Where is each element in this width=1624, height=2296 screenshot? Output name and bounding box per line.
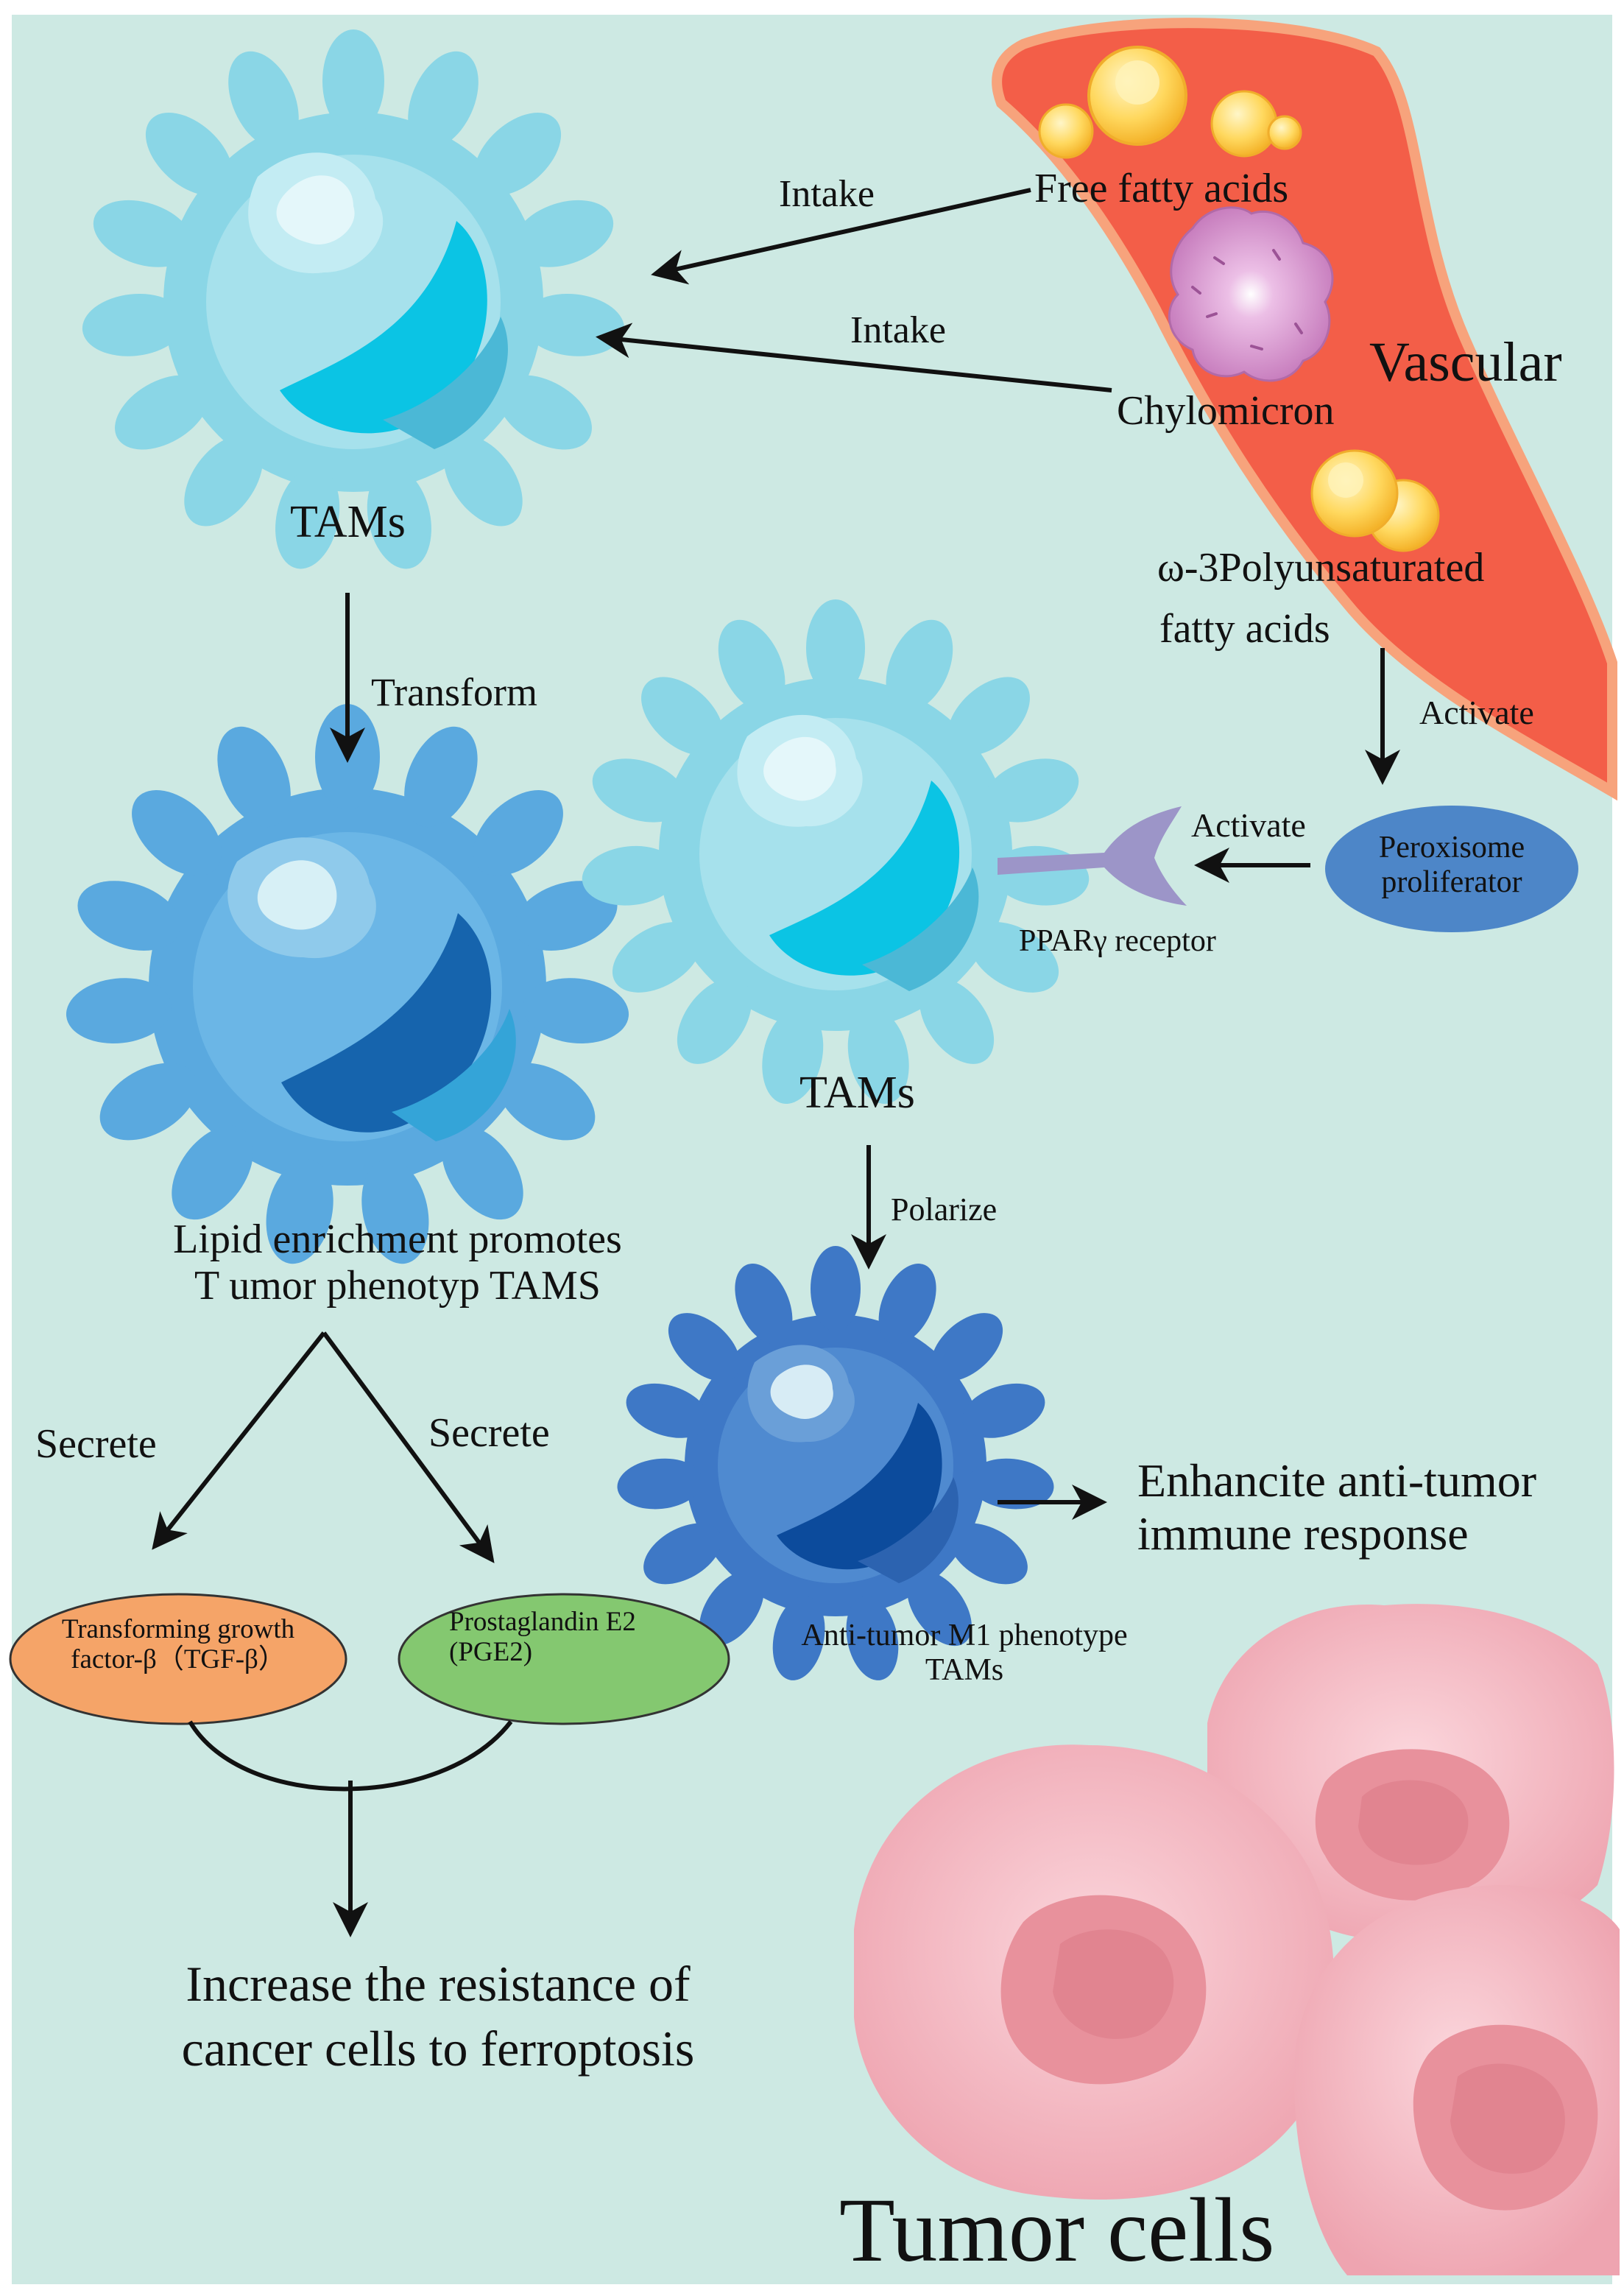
tumor-cell-right	[1294, 1885, 1620, 2275]
blood-vessel	[992, 18, 1617, 801]
tumor-cell-back	[1207, 1604, 1614, 1947]
tgf-beta-oval	[9, 1593, 347, 1725]
label-free-fatty-acids: Free fatty acids	[1034, 166, 1289, 211]
label-secrete-right: Secrete	[428, 1410, 550, 1456]
label-vascular: Vascular	[1369, 331, 1562, 393]
chylomicron-particle	[1168, 206, 1334, 382]
tumor-cell-left	[854, 1744, 1335, 2200]
label-pge2-line2: (PGE2)	[449, 1637, 533, 1668]
label-tams-top: TAMs	[290, 497, 406, 547]
label-secrete-left: Secrete	[35, 1421, 157, 1467]
label-chylomicron: Chylomicron	[1117, 388, 1335, 434]
arrow-secrete-right	[322, 1331, 495, 1563]
peroxisome-proliferator-oval	[1325, 806, 1578, 932]
label-m1-line2: TAMs	[925, 1653, 1004, 1688]
label-lipid-line2: T umor phenotyp TAMS	[194, 1262, 601, 1309]
tam-cell-middle	[582, 599, 1090, 1104]
ppar-gamma-receptor	[998, 806, 1187, 906]
label-peroxisome-proliferator: Peroxisome proliferator	[1334, 831, 1570, 900]
omega3-droplets	[1310, 449, 1440, 552]
label-polarize: Polarize	[891, 1191, 998, 1228]
label-enhance-immune: Enhancite anti-tumor immune response	[1137, 1454, 1536, 1560]
free-fatty-acid-droplets	[1038, 46, 1302, 159]
label-increase-line1: Increase the resistance of	[186, 1956, 691, 2012]
arrow-ffa-intake	[651, 188, 1031, 285]
combine-bracket	[188, 1720, 513, 1792]
label-peroxisome-line1: Peroxisome	[1378, 831, 1525, 864]
label-pge2-line1: Prostaglandin E2	[449, 1607, 636, 1637]
tam-cell-lipid-enriched	[66, 704, 629, 1264]
label-lipid-line1: Lipid enrichment promotes	[173, 1216, 622, 1262]
label-peroxisome-line2: proliferator	[1381, 865, 1522, 900]
label-tgf-line1: Transforming growth	[61, 1614, 295, 1644]
tam-cell-top	[82, 29, 625, 569]
label-m1-line1: Anti-tumor M1 phenotype	[801, 1619, 1128, 1652]
arrow-secrete-left	[152, 1331, 326, 1550]
label-pge2: Prostaglandin E2 (PGE2)	[449, 1607, 636, 1668]
label-enhance-line1: Enhancite anti-tumor	[1137, 1454, 1537, 1507]
pge2-oval	[398, 1593, 730, 1725]
label-activate-top: Activate	[1419, 694, 1534, 731]
label-transform: Transform	[371, 670, 538, 714]
label-tumor-cells: Tumor cells	[839, 2180, 1275, 2281]
label-intake-mid: Intake	[850, 309, 946, 351]
tumor-cells-cluster	[854, 1604, 1620, 2275]
arrow-chylo-intake	[596, 323, 1112, 392]
tam-cell-m1	[617, 1246, 1054, 1680]
label-activate-mid: Activate	[1191, 806, 1306, 844]
label-tgf-line2: factor-β（TGF-β）	[71, 1644, 286, 1675]
label-omega3-line2: fatty acids	[1159, 606, 1330, 652]
label-enhance-line2: immune response	[1137, 1507, 1469, 1560]
label-omega3-line1: ω-3Polyunsaturated	[1157, 545, 1485, 591]
label-tgf-beta: Transforming growth factor-β（TGF-β）	[22, 1614, 334, 1675]
label-m1-tams: Anti-tumor M1 phenotype TAMs	[744, 1619, 1185, 1688]
label-lipid-enrichment: Lipid enrichment promotes T umor phenoty…	[110, 1216, 685, 1309]
label-increase-line2: cancer cells to ferroptosis	[181, 2021, 695, 2077]
label-ppar-receptor: PPARγ receptor	[1019, 924, 1216, 958]
label-increase-resistance: Increase the resistance of cancer cells …	[96, 1951, 780, 2082]
label-intake-top: Intake	[779, 173, 875, 215]
label-tams-middle: TAMs	[799, 1068, 915, 1118]
